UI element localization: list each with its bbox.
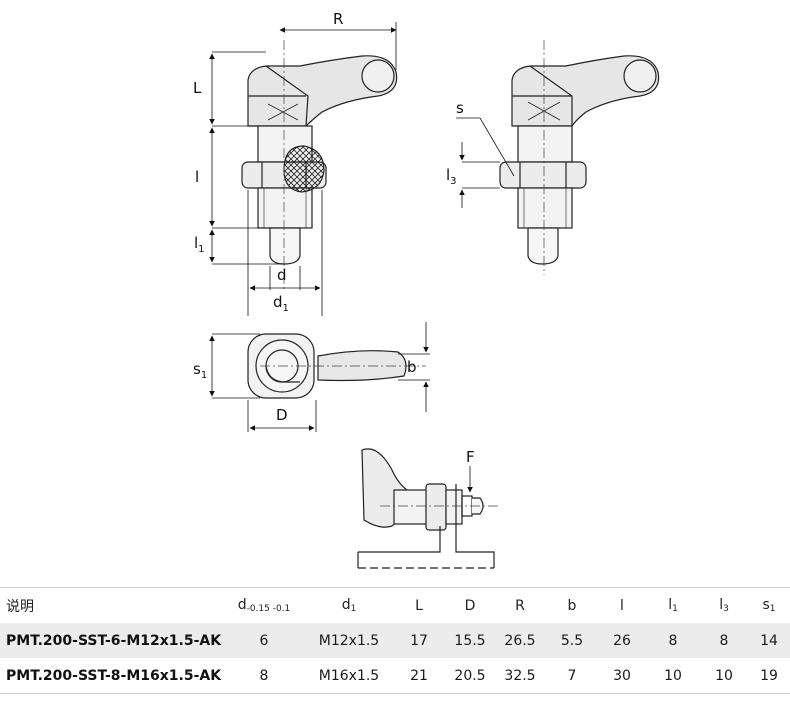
col-d: d-0.15 -0.1 xyxy=(222,587,306,623)
dim-b: b xyxy=(407,358,417,376)
cell-b: 7 xyxy=(546,658,598,694)
spec-table: 说明 d-0.15 -0.1 d1 L D R b l l1 l3 s1 PMT… xyxy=(0,587,790,694)
dim-l3: l3 xyxy=(446,166,457,187)
technical-drawing: R L l l1 d d1 s l3 xyxy=(193,10,660,569)
col-D: D xyxy=(446,587,494,623)
cell-d1: M12x1.5 xyxy=(318,632,380,649)
cell-l1: 10 xyxy=(646,658,700,694)
cell-d: 8 xyxy=(222,658,306,694)
lever-knob xyxy=(361,59,395,93)
force-F: F xyxy=(466,448,475,466)
col-s1: s1 xyxy=(748,587,790,623)
dim-l: l xyxy=(195,168,199,186)
lower-thread xyxy=(257,187,313,229)
col-b: b xyxy=(546,587,598,623)
table-row: PMT.200-SST-8-M16x1.5-AK 8 M16x1.5 21 20… xyxy=(0,658,790,694)
dim-s: s xyxy=(456,99,464,117)
plunger-pin xyxy=(269,227,301,265)
cell-l: 26 xyxy=(613,632,631,649)
dim-D: D xyxy=(276,406,288,424)
dim-d1: d1 xyxy=(273,293,289,314)
cell-R: 26.5 xyxy=(504,632,536,649)
cell-L: 21 xyxy=(392,658,446,694)
col-R: R xyxy=(494,587,546,623)
dim-l1: l1 xyxy=(194,234,205,255)
cell-s1: 19 xyxy=(748,658,790,694)
col-l: l xyxy=(598,587,646,623)
cell-D: 20.5 xyxy=(446,658,494,694)
cell-description: PMT.200-SST-8-M16x1.5-AK xyxy=(0,658,222,694)
col-description: 说明 xyxy=(0,587,222,623)
dim-d: d xyxy=(277,266,287,284)
cell-d: 6 xyxy=(259,632,269,649)
cell-R: 32.5 xyxy=(494,658,546,694)
cell-l: 30 xyxy=(598,658,646,694)
col-L: L xyxy=(392,587,446,623)
knurl-section xyxy=(283,145,325,193)
table-header-row: 说明 d-0.15 -0.1 d1 L D R b l l1 l3 s1 xyxy=(0,587,790,623)
cell-l1: 8 xyxy=(668,632,678,649)
table-row: PMT.200-SST-6-M12x1.5-AK 6 M12x1.5 17 15… xyxy=(0,623,790,658)
front-view xyxy=(241,55,398,265)
cell-d1: M16x1.5 xyxy=(306,658,392,694)
cell-description: PMT.200-SST-6-M12x1.5-AK xyxy=(6,632,222,649)
cell-b: 5.5 xyxy=(560,632,584,649)
col-l3: l3 xyxy=(700,587,748,623)
cam-lever xyxy=(247,55,398,127)
dim-R: R xyxy=(333,10,343,28)
cell-s1: 14 xyxy=(760,632,778,649)
col-d1: d1 xyxy=(306,587,392,623)
cell-D: 15.5 xyxy=(454,632,486,649)
dim-s1: s1 xyxy=(193,360,207,381)
cell-l3: 8 xyxy=(719,632,729,649)
dim-L: L xyxy=(193,79,202,97)
col-l1: l1 xyxy=(646,587,700,623)
side-nut xyxy=(499,161,587,189)
side-view xyxy=(499,55,660,265)
cell-L: 17 xyxy=(410,632,428,649)
cell-l3: 10 xyxy=(700,658,748,694)
mounting-view xyxy=(357,448,495,569)
